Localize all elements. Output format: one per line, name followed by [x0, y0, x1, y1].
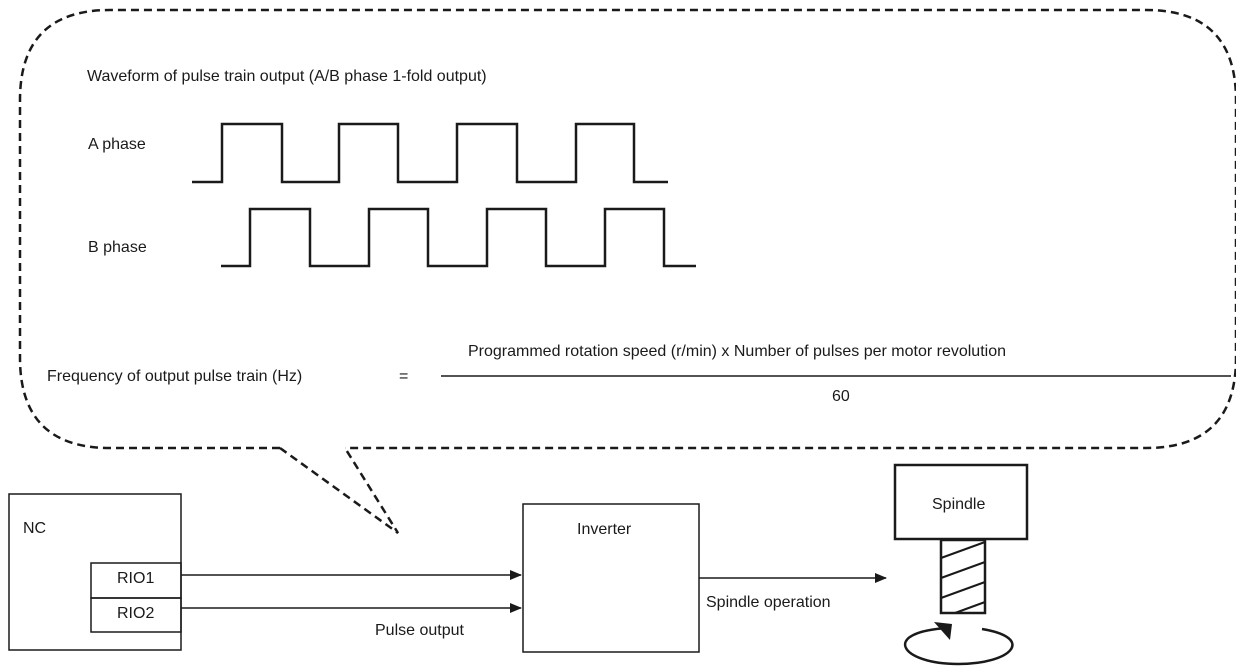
callout-bubble: [18, 8, 1236, 450]
formula-equals: =: [399, 368, 409, 385]
nc-box: [8, 493, 182, 651]
pulse-output-label: Pulse output: [375, 622, 464, 639]
spindle-label: Spindle: [932, 496, 986, 513]
a-phase-label: A phase: [88, 136, 146, 153]
spindle-shaft: [939, 538, 987, 615]
a-phase-waveform: [192, 122, 668, 184]
inverter-label: Inverter: [577, 521, 632, 538]
formula-denominator: 60: [832, 388, 850, 405]
callout-pointer: [279, 446, 400, 535]
b-phase-label: B phase: [88, 239, 147, 256]
formula-lhs: Frequency of output pulse train (Hz): [47, 368, 303, 385]
rio1-label: RIO1: [117, 570, 155, 587]
spindle-operation-label: Spindle operation: [706, 594, 831, 611]
rotation-arrow-icon: [903, 622, 1014, 666]
waveform-title: Waveform of pulse train output (A/B phas…: [87, 68, 487, 85]
b-phase-waveform: [221, 207, 696, 268]
rio2-box: [90, 597, 182, 633]
formula-numerator: Programmed rotation speed (r/min) x Numb…: [468, 343, 1006, 360]
nc-label: NC: [23, 520, 47, 537]
rio2-label: RIO2: [117, 605, 155, 622]
